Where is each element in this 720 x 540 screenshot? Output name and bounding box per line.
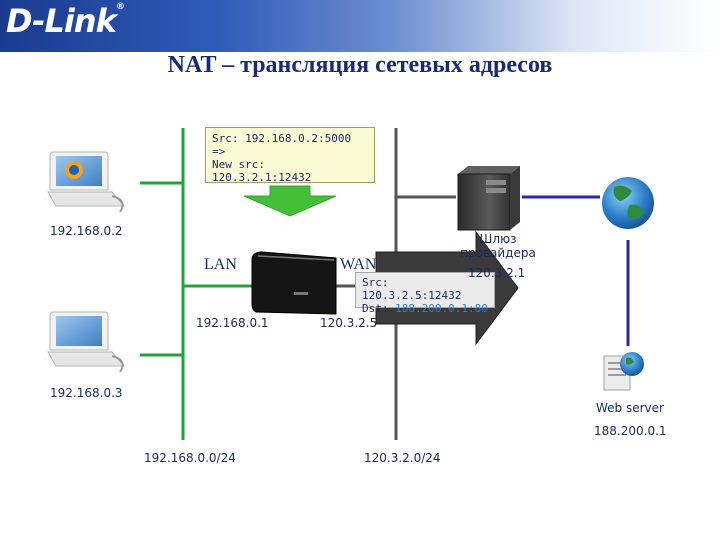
translation-note: Src: 192.168.0.2:5000 => New src: 120.3.… [205, 127, 375, 184]
translation-note-src: Src: 192.168.0.2:5000 [212, 132, 352, 145]
gateway-label-line2: провайдера [460, 246, 536, 260]
wan-label: WAN [340, 256, 377, 273]
globe-icon [602, 177, 654, 229]
computer-icon [47, 151, 126, 213]
packet-dst-prefix: Dst: [362, 302, 396, 315]
logo-text: D-Link [6, 2, 117, 40]
page-title: NAT – трансляция сетевых адресов [167, 52, 553, 78]
server-tower-icon [457, 166, 520, 231]
wan-network: 120.3.2.0/24 [364, 451, 441, 465]
translation-note-new-src: New src: 120.3.2.1:12432 [212, 158, 312, 184]
host1-ip: 192.168.0.2 [50, 224, 123, 238]
packet-note-dst: Dst: 188.200.0.1:80 [362, 302, 488, 315]
packet-src-prefix: Src: [362, 276, 389, 289]
internet-links [522, 195, 630, 346]
host2-ip: 192.168.0.3 [50, 386, 123, 400]
gateway-label-line1: Шлюз [479, 232, 517, 246]
lan-network: 192.168.0.0/24 [144, 451, 236, 465]
router-lan-ip: 192.168.0.1 [196, 316, 269, 330]
gateway-ip: 120.3.2.1 [468, 266, 526, 280]
down-arrow [243, 185, 337, 217]
translation-note-arrow: => [212, 145, 226, 158]
router-wan-ip: 120.3.2.5 [320, 316, 378, 330]
gateway-label: Шлюз провайдера [448, 232, 548, 260]
packet-dst-value: 188.200.0.1:80 [395, 302, 488, 315]
packet-note-src: Src: 120.3.2.5:12432 [362, 276, 488, 302]
computer-icon [47, 311, 126, 373]
web-server-icon [603, 352, 644, 391]
lan-links [140, 128, 252, 440]
web-server-label: Web server [596, 401, 664, 415]
dlink-logo: D-Link® [6, 2, 125, 40]
header-bar [0, 0, 720, 52]
packet-note: Src: 120.3.2.5:12432 Dst: 188.200.0.1:80 [355, 272, 495, 315]
web-server-ip: 188.200.0.1 [594, 424, 667, 438]
logo-mark: ® [115, 2, 125, 12]
lan-label: LAN [204, 256, 237, 273]
packet-src-value: 120.3.2.5:12432 [362, 289, 462, 302]
router-icon [251, 251, 337, 315]
